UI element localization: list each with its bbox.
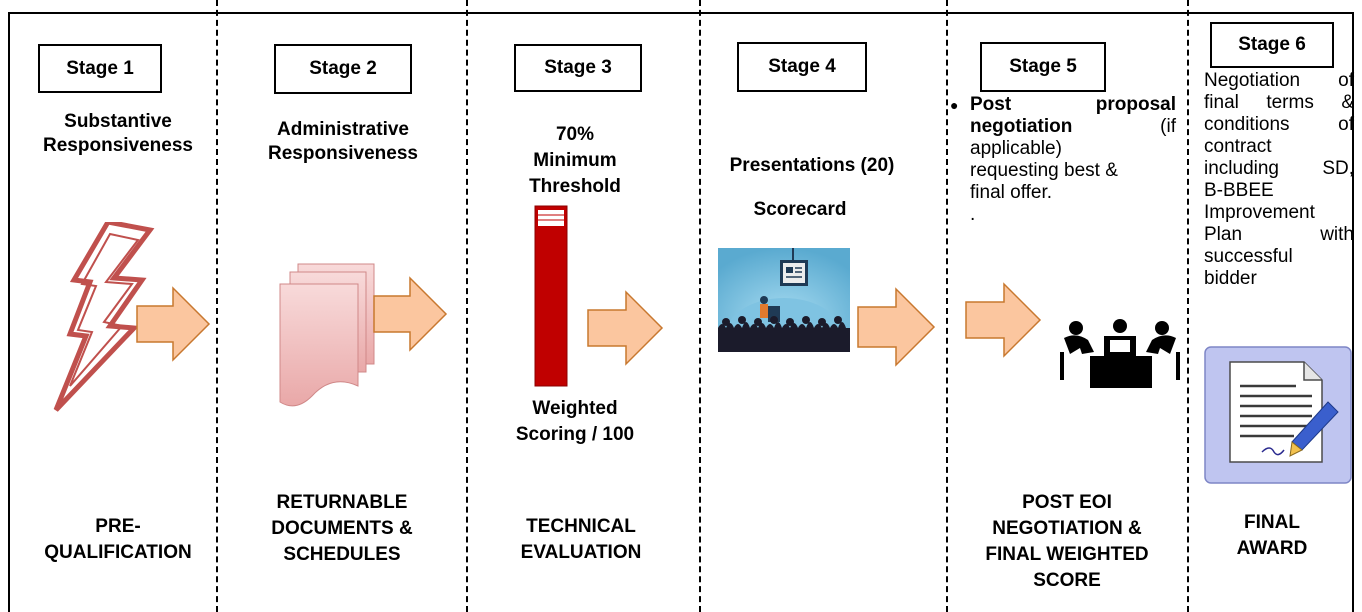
stage-1-phase: PRE- QUALIFICATION <box>18 514 218 566</box>
stage-3-phase: TECHNICAL EVALUATION <box>476 514 686 566</box>
phase-line: SCHEDULES <box>283 544 401 565</box>
subtitle-line: Responsiveness <box>268 143 418 164</box>
desc-line: including SD, <box>1204 158 1354 179</box>
stage-divider <box>699 0 701 612</box>
stage-4-presentations: Presentations (20) <box>729 155 895 176</box>
bullet-line: final offer. <box>970 182 1053 203</box>
threshold-bar-icon <box>534 205 568 387</box>
meeting-table-icon <box>1060 319 1180 388</box>
desc-line: contract <box>1204 136 1272 157</box>
desc-line: successful <box>1204 246 1293 267</box>
stage-6-label: Stage 6 <box>1210 22 1334 68</box>
subtitle-line: Substantive <box>64 111 172 132</box>
stage-6-description: Negotiation of final terms & conditions … <box>1204 70 1354 290</box>
stage-6-phase: FINAL AWARD <box>1190 510 1354 562</box>
presentation-audience-icon <box>718 248 850 352</box>
subtitle-line: Administrative <box>277 119 409 140</box>
bullet-word: proposal <box>1095 94 1176 115</box>
threshold-line: Minimum <box>533 150 617 171</box>
stage-4-label: Stage 4 <box>737 42 867 92</box>
stage-divider <box>1187 0 1189 612</box>
flow-arrow <box>136 286 211 362</box>
stage-divider <box>216 0 218 612</box>
phase-line: DOCUMENTS & <box>271 518 413 539</box>
stage-2-phase: RETURNABLE DOCUMENTS & SCHEDULES <box>222 490 462 568</box>
weighted-line: Scoring / 100 <box>515 424 635 445</box>
stage-1-label: Stage 1 <box>38 44 162 93</box>
phase-line: AWARD <box>1236 538 1308 559</box>
bullet-icon: ● <box>950 97 959 113</box>
threshold-line: 70% <box>555 124 595 145</box>
stage-2-subtitle: Administrative Responsiveness <box>240 118 446 166</box>
stage-4-scorecard: Scorecard <box>753 199 847 220</box>
bullet-line: . <box>970 204 976 225</box>
phase-line: EVALUATION <box>520 542 642 563</box>
bullet-line: negotiation (if <box>950 116 1176 138</box>
bullet-word: (if <box>1160 116 1176 137</box>
desc-line: Improvement <box>1204 202 1315 223</box>
phase-line: FINAL WEIGHTED <box>985 544 1149 565</box>
desc-line: bidder <box>1204 268 1257 289</box>
bullet-word: Post <box>970 94 1012 115</box>
threshold-line: Threshold <box>529 176 621 197</box>
stage-divider <box>946 0 948 612</box>
phase-line: TECHNICAL <box>526 516 636 537</box>
bullet-line: applicable) <box>970 138 1062 159</box>
phase-line: RETURNABLE <box>276 492 408 513</box>
desc-line: final terms & <box>1204 92 1354 113</box>
flow-arrow <box>857 287 936 367</box>
stage-3-label: Stage 3 <box>514 44 642 92</box>
desc-line: B-BBEE <box>1204 180 1274 201</box>
stage-3-threshold: 70% Minimum Threshold <box>500 122 650 200</box>
desc-line: Negotiation of <box>1204 70 1354 91</box>
stage-5-description: ● Post proposal negotiation (if applicab… <box>950 94 1176 226</box>
stage-5-label: Stage 5 <box>980 42 1106 92</box>
phase-line: POST EOI <box>1022 492 1112 513</box>
flow-arrow <box>965 282 1042 358</box>
documents-icon <box>279 263 375 407</box>
stage-1-subtitle: Substantive Responsiveness <box>18 110 218 158</box>
weighted-line: Weighted <box>532 398 618 419</box>
stage-5-phase: POST EOI NEGOTIATION & FINAL WEIGHTED SC… <box>950 490 1184 594</box>
phase-line: QUALIFICATION <box>44 542 192 563</box>
phase-line: FINAL <box>1244 512 1300 533</box>
stage-divider <box>466 0 468 612</box>
diagram-frame <box>8 12 1354 612</box>
stage-3-weighted: Weighted Scoring / 100 <box>490 396 660 448</box>
phase-line: PRE- <box>95 516 141 537</box>
flow-arrow <box>373 276 448 352</box>
bullet-word: negotiation <box>970 116 1073 137</box>
desc-line: Plan with <box>1204 224 1354 245</box>
flow-arrow <box>587 290 664 366</box>
bullet-line: ● Post proposal <box>950 94 1176 116</box>
subtitle-line: Responsiveness <box>43 135 193 156</box>
lightning-icon <box>53 222 155 412</box>
bullet-line: requesting best & <box>970 160 1118 181</box>
stage-2-label: Stage 2 <box>274 44 412 94</box>
phase-line: SCORE <box>1033 570 1101 591</box>
phase-line: NEGOTIATION & <box>992 518 1142 539</box>
desc-line: conditions of <box>1204 114 1354 135</box>
contract-signature-icon <box>1204 346 1352 484</box>
bullet-title: Post proposal <box>970 94 1176 116</box>
